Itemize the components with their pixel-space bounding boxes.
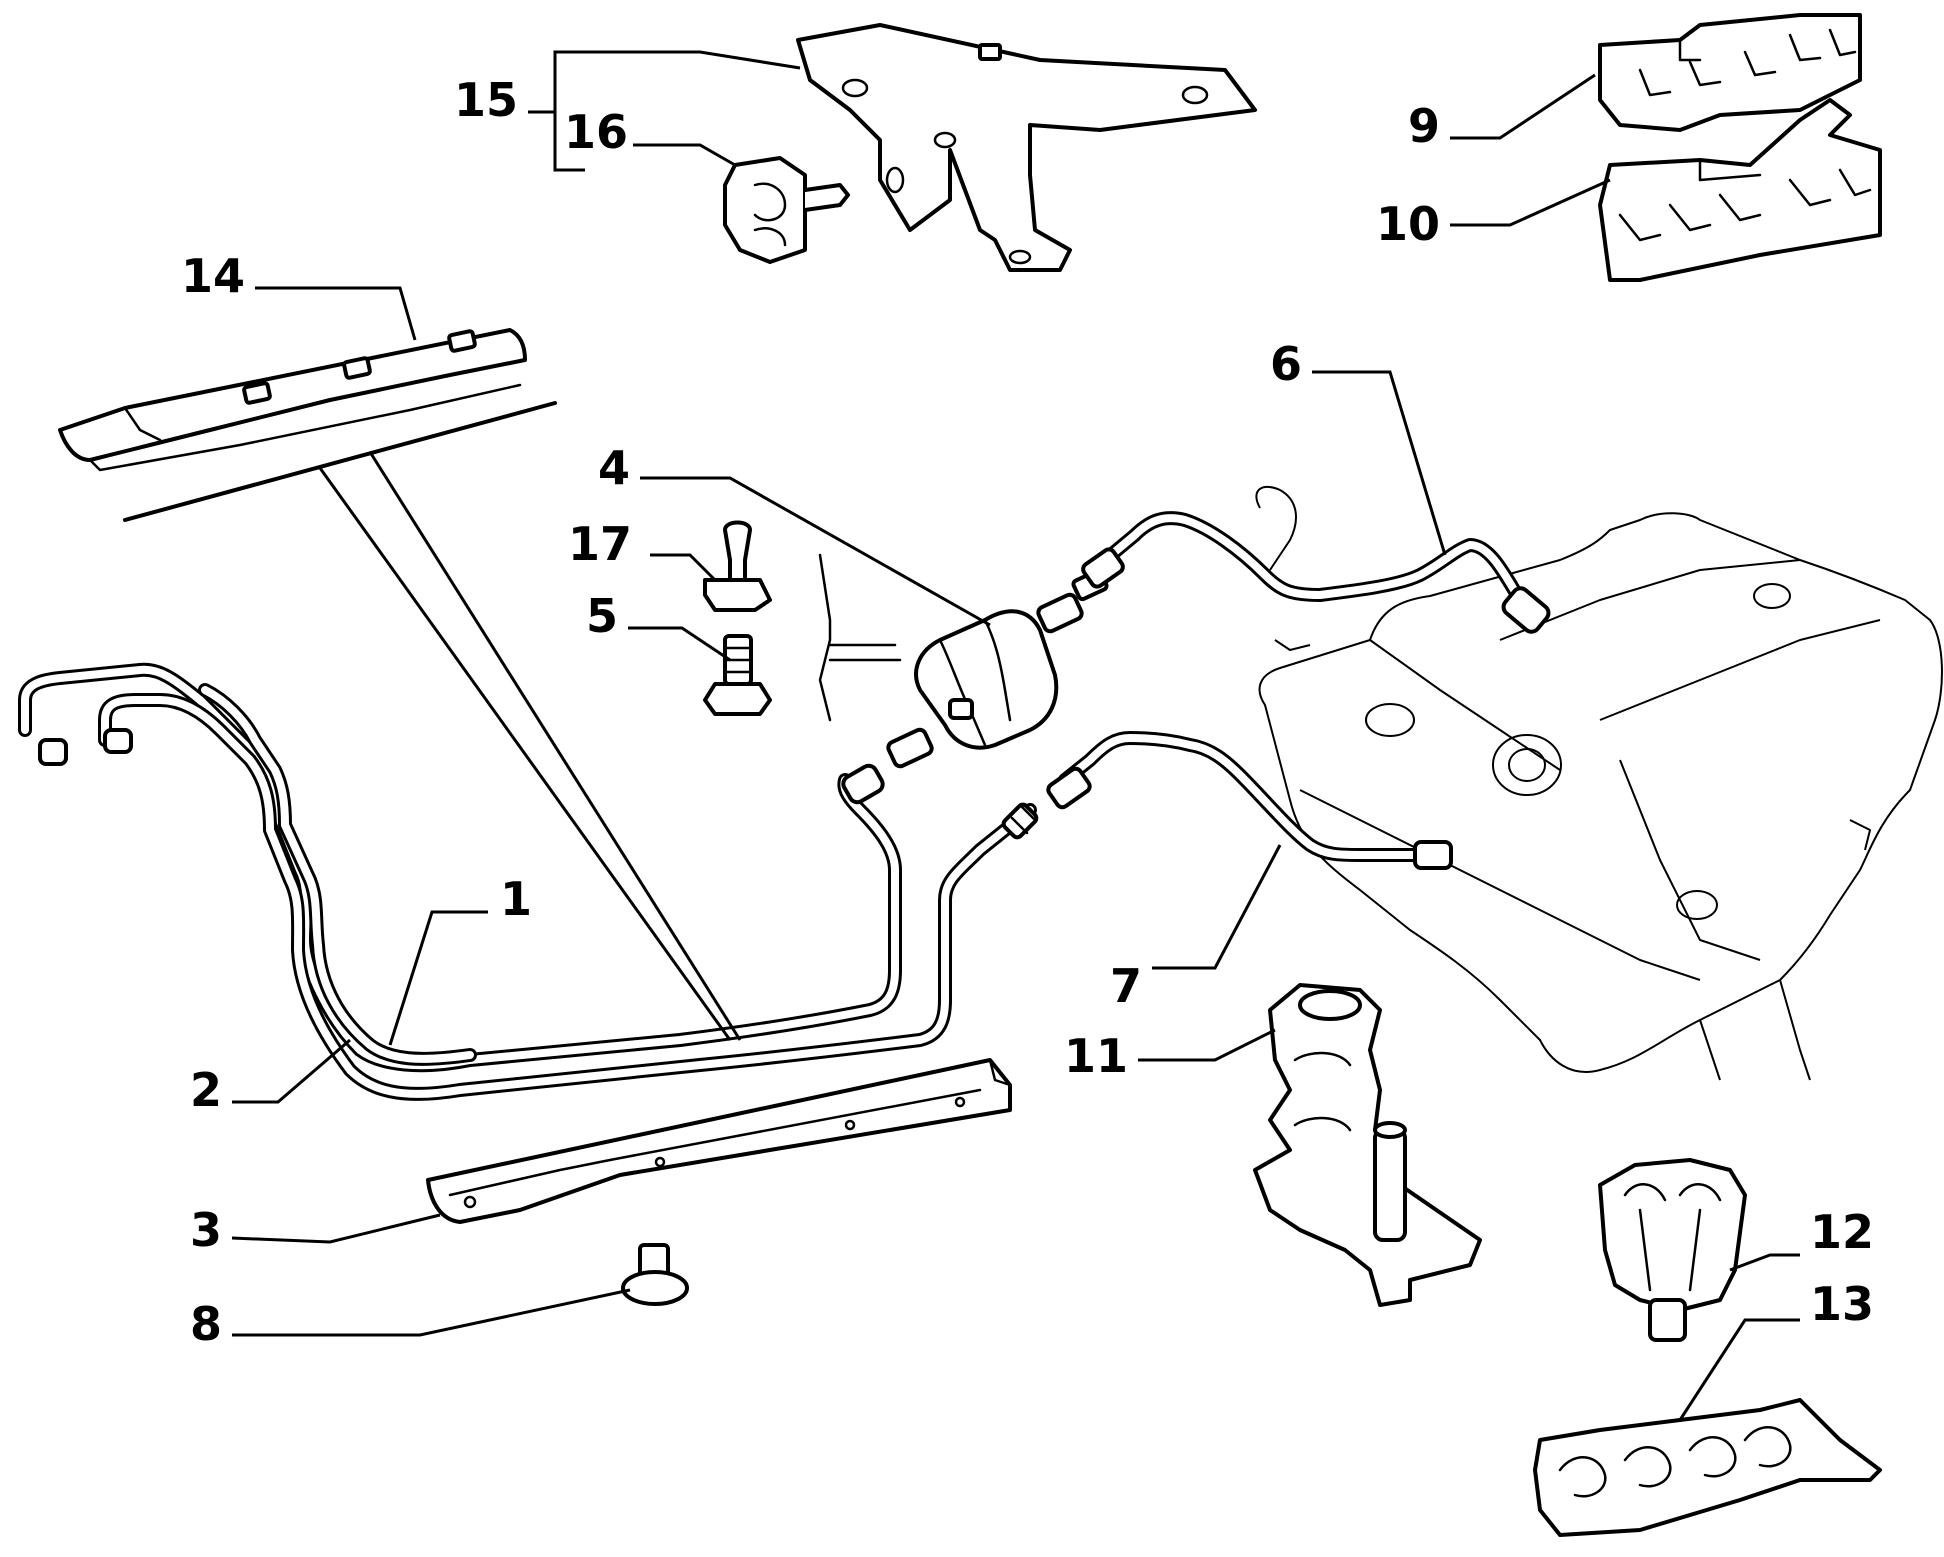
fuel-tube-6 (1081, 511, 1551, 634)
callout-14: 14 (181, 249, 245, 303)
callout-labels: 1 2 3 4 5 6 7 8 9 10 11 12 13 14 15 16 1… (181, 73, 1874, 1351)
fuel-tubes-1-2 (18, 662, 1039, 1101)
cover-14 (58, 328, 557, 522)
bracket-15 (796, 23, 1257, 272)
fuel-tank (1255, 485, 1943, 1081)
callout-12: 12 (1810, 1205, 1874, 1259)
callout-2: 2 (190, 1063, 222, 1117)
callout-3: 3 (190, 1203, 222, 1257)
callout-11: 11 (1064, 1029, 1128, 1083)
callout-13: 13 (1810, 1277, 1874, 1331)
callout-4: 4 (598, 441, 630, 495)
clip-13 (1533, 1398, 1882, 1537)
clip-9 (1598, 13, 1862, 132)
callout-15: 15 (454, 73, 518, 127)
fuel-filter-4 (818, 553, 1109, 769)
callout-17: 17 (568, 517, 632, 571)
fitting-5 (703, 634, 772, 716)
callout-9: 9 (1408, 99, 1440, 153)
callout-16: 16 (564, 105, 628, 159)
callout-1: 1 (500, 872, 532, 926)
clip-16 (723, 156, 850, 264)
plate-3 (426, 1058, 1012, 1224)
clip-12 (1598, 1158, 1747, 1342)
fitting-17 (703, 520, 772, 612)
callout-8: 8 (190, 1297, 222, 1351)
fuel-tube-7 (1046, 731, 1453, 870)
callout-6: 6 (1270, 337, 1302, 391)
callout-7: 7 (1110, 959, 1142, 1013)
clip-10 (1598, 98, 1882, 282)
screw-8 (621, 1243, 689, 1306)
callout-5: 5 (586, 589, 618, 643)
callout-10: 10 (1376, 197, 1440, 251)
leader-lines (231, 50, 1800, 1421)
clip-11 (1253, 983, 1482, 1307)
